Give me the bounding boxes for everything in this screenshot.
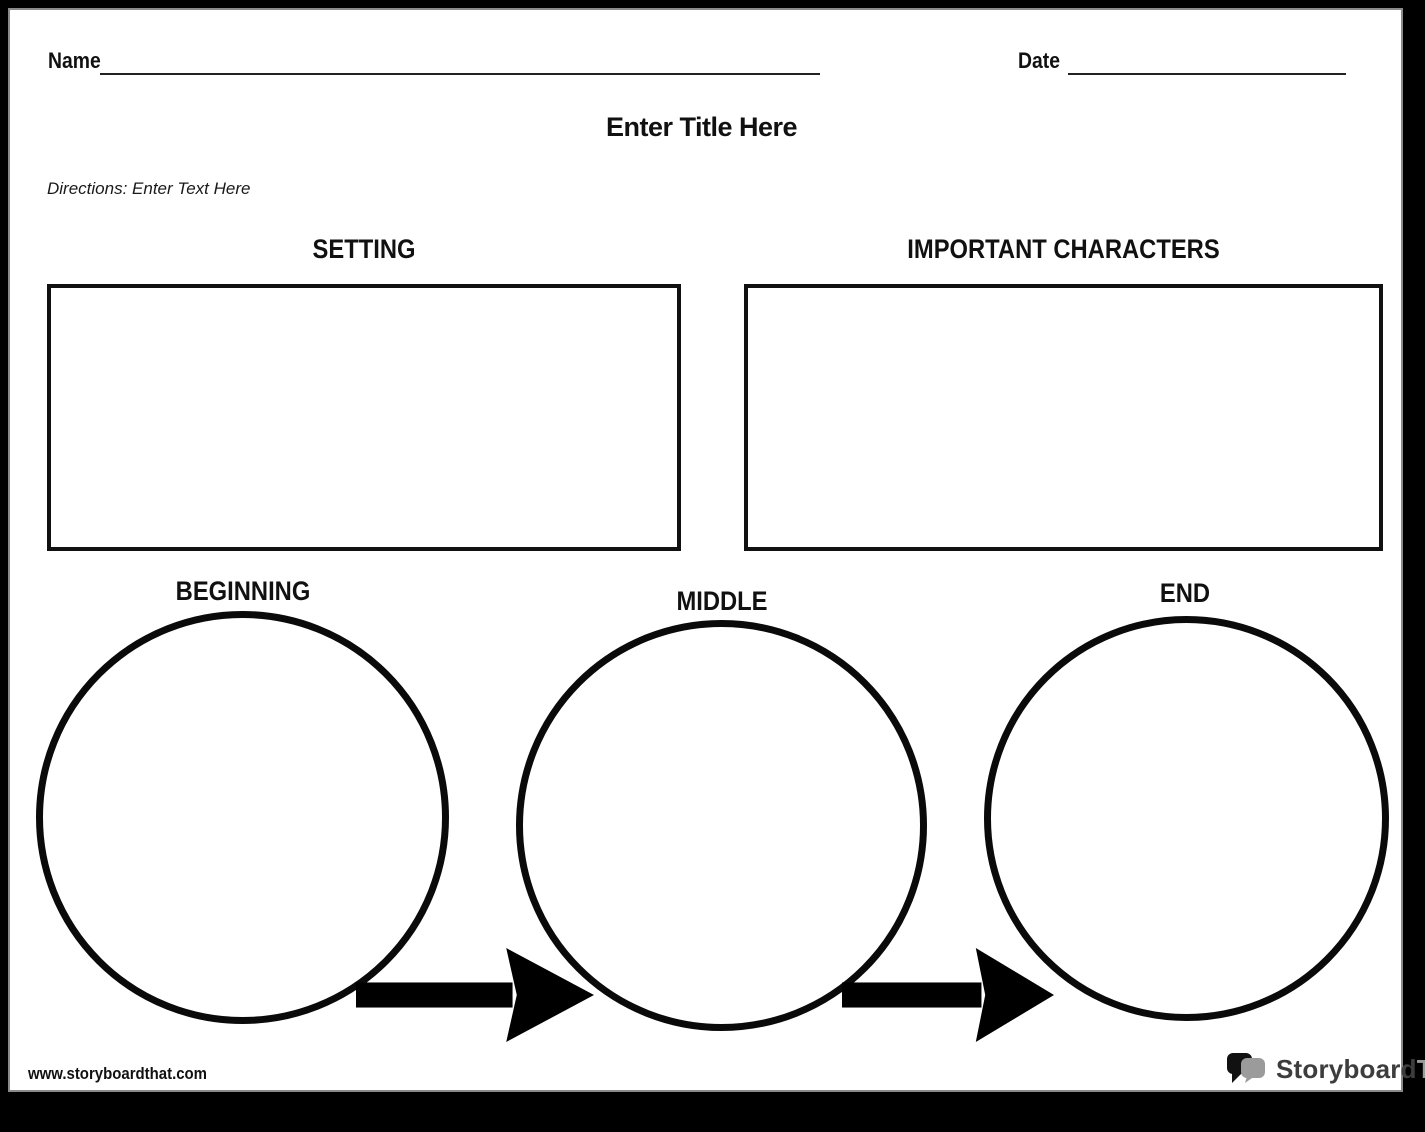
- website-url: www.storyboardthat.com: [28, 1064, 207, 1083]
- arrow-beginning-to-middle-icon: [356, 948, 594, 1042]
- end-label: END: [1159, 578, 1211, 608]
- name-line[interactable]: [100, 72, 820, 75]
- worksheet-title[interactable]: Enter Title Here: [605, 112, 798, 142]
- setting-header: SETTING: [312, 234, 416, 264]
- middle-label: MIDDLE: [676, 586, 768, 616]
- beginning-label: BEGINNING: [175, 576, 311, 606]
- directions-text[interactable]: Directions: Enter Text Here: [47, 179, 251, 198]
- date-label: Date: [1018, 48, 1060, 73]
- characters-header: IMPORTANT CHARACTERS: [907, 234, 1220, 264]
- end-circle[interactable]: [984, 616, 1389, 1021]
- logo-text-primary: Storyboard: [1276, 1053, 1417, 1084]
- arrow-middle-to-end-icon: [842, 948, 1054, 1042]
- beginning-circle[interactable]: [36, 611, 449, 1024]
- characters-box[interactable]: [744, 284, 1383, 551]
- setting-box[interactable]: [47, 284, 681, 551]
- storyboardthat-logo: StoryboardThat: [1226, 1048, 1425, 1090]
- name-label: Name: [48, 48, 101, 73]
- date-line[interactable]: [1068, 72, 1346, 75]
- middle-circle[interactable]: [516, 620, 927, 1031]
- logo-text: StoryboardThat: [1276, 1054, 1425, 1085]
- logo-text-secondary: That: [1416, 1053, 1425, 1084]
- speech-bubbles-icon: [1227, 1053, 1265, 1083]
